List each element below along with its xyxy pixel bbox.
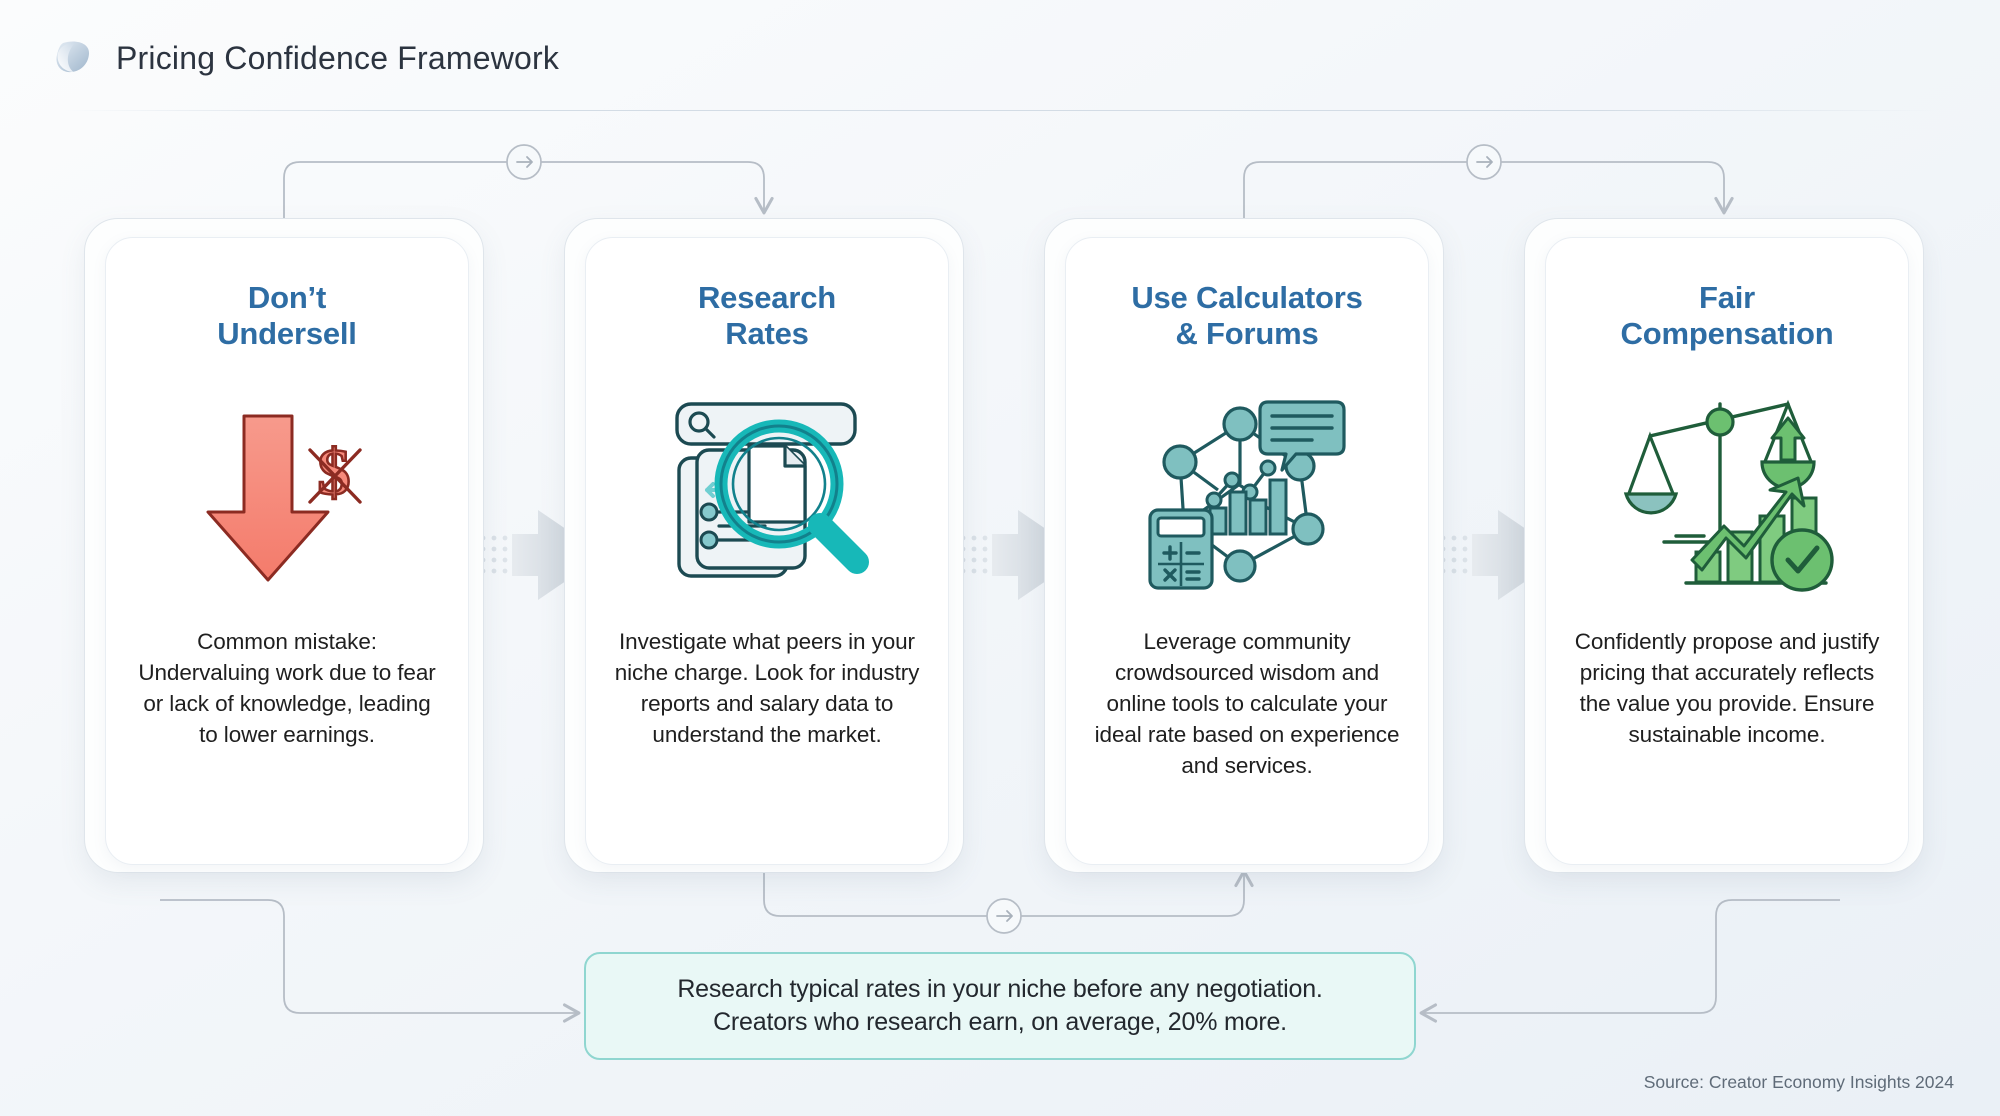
step-title: Don’t Undersell <box>217 280 357 351</box>
step-title: Fair Compensation <box>1620 280 1834 351</box>
page-header: Pricing Confidence Framework <box>0 0 2000 116</box>
header-divider <box>64 110 1936 111</box>
calculator-network-chart-icon <box>1140 388 1355 600</box>
insight-callout: Research typical rates in your niche bef… <box>584 952 1416 1060</box>
step-title: Use Calculators & Forums <box>1131 280 1363 351</box>
svg-text:$: $ <box>318 436 351 509</box>
scales-growth-check-icon <box>1620 388 1835 600</box>
source-note: Source: Creator Economy Insights 2024 <box>1643 1072 1954 1092</box>
step-card-research-rates[interactable]: Research Rates <box>564 218 964 873</box>
step-card-use-calculators-forums[interactable]: Use Calculators & Forums <box>1044 218 1444 873</box>
insight-callout-text: Research typical rates in your niche bef… <box>677 975 1323 1036</box>
step-card-inner: Fair Compensation <box>1545 237 1909 865</box>
step-description: Confidently propose and justify pricing … <box>1574 628 1880 748</box>
step-card-dont-undersell[interactable]: Don’t Undersell $ Common mistake: Underv… <box>84 218 484 873</box>
step-description: Common mistake: Undervaluing work due to… <box>138 628 436 748</box>
step-title: Research Rates <box>698 280 836 351</box>
step-description: Investigate what peers in your niche cha… <box>614 628 920 748</box>
step-card-inner: Don’t Undersell $ Common mistake: Underv… <box>105 237 469 865</box>
magnifier-documents-icon <box>657 388 877 600</box>
leaf-logo-icon <box>52 35 94 82</box>
page-title: Pricing Confidence Framework <box>116 39 560 76</box>
step-card-inner: Research Rates <box>585 237 949 865</box>
down-arrow-no-dollar-icon: $ <box>182 388 392 600</box>
step-card-fair-compensation[interactable]: Fair Compensation <box>1524 218 1924 873</box>
step-card-inner: Use Calculators & Forums <box>1065 237 1429 865</box>
step-description: Leverage community crowdsourced wisdom a… <box>1094 628 1400 779</box>
